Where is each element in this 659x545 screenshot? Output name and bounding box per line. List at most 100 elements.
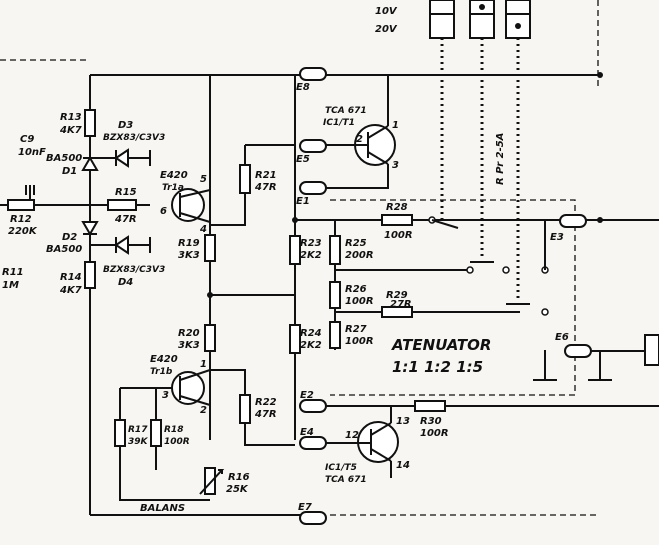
tr1b-pin-drain: 1 bbox=[200, 359, 207, 370]
r23-value: 2K2 bbox=[300, 250, 322, 261]
r27-label: R27 bbox=[345, 324, 367, 335]
d1-type: BA500 bbox=[46, 153, 82, 164]
e8-label: E8 bbox=[296, 82, 310, 93]
tr1b-type: E420 bbox=[150, 354, 178, 365]
connector-e7[interactable] bbox=[299, 511, 327, 525]
e1-label: E1 bbox=[296, 196, 310, 207]
resistor-r21 bbox=[239, 164, 251, 194]
connector-e8[interactable] bbox=[299, 67, 327, 81]
d4-type: BZX83/C3V3 bbox=[103, 265, 165, 275]
tr1b-pin-gate: 3 bbox=[162, 390, 169, 401]
connector-e6[interactable] bbox=[564, 344, 592, 358]
ground-symbol-2 bbox=[588, 350, 612, 381]
r28-label: R28 bbox=[386, 202, 408, 213]
d3-label: D3 bbox=[118, 120, 133, 131]
resistor-r17 bbox=[114, 419, 126, 447]
t1-pin-collector: 1 bbox=[392, 120, 399, 131]
attenuator-ratios: 1:1 1:2 1:5 bbox=[392, 358, 483, 376]
e2-label: E2 bbox=[300, 390, 314, 401]
resistor-r15 bbox=[107, 199, 137, 211]
attenuator-outline bbox=[330, 199, 576, 396]
ic-bottom-type: TCA 671 bbox=[325, 475, 367, 485]
r17-value: 39K bbox=[128, 437, 149, 447]
r14-value: 4K7 bbox=[59, 285, 82, 296]
diode-d2 bbox=[81, 221, 99, 236]
tr1b-pin-source: 2 bbox=[200, 405, 207, 416]
r22-label: R22 bbox=[255, 397, 277, 408]
tr1a-pin-gate: 6 bbox=[160, 206, 167, 217]
potentiometer-r16[interactable] bbox=[204, 467, 216, 495]
c9-label: C9 bbox=[20, 134, 34, 145]
r30-value: 100R bbox=[420, 428, 449, 439]
diode-d1 bbox=[81, 156, 99, 171]
r22-value: 47R bbox=[254, 409, 277, 420]
r18-value: 100R bbox=[164, 437, 190, 447]
connector-e5[interactable] bbox=[299, 139, 327, 153]
resistor-r22 bbox=[239, 394, 251, 424]
connector-e3[interactable] bbox=[559, 214, 587, 228]
zener-d3 bbox=[114, 148, 151, 168]
r26-value: 100R bbox=[345, 296, 374, 307]
d3-type: BZX83/C3V3 bbox=[103, 133, 165, 143]
r11-label: R11 bbox=[2, 267, 24, 278]
r19-label: R19 bbox=[178, 238, 200, 249]
e5-label: E5 bbox=[296, 154, 310, 165]
r20-value: 3K3 bbox=[178, 340, 200, 351]
r14-label: R14 bbox=[60, 272, 82, 283]
transistor-ic1-t1 bbox=[354, 124, 396, 166]
r12-label: R12 bbox=[10, 214, 32, 225]
r24-label: R24 bbox=[300, 328, 322, 339]
resistor-r24 bbox=[289, 324, 301, 354]
resistor-r30 bbox=[414, 400, 446, 412]
r25-value: 200R bbox=[345, 250, 374, 261]
switch-contacts[interactable] bbox=[428, 216, 549, 316]
d2-type: BA500 bbox=[46, 244, 82, 255]
e3-label: E3 bbox=[550, 232, 564, 243]
attenuator-title: ATENUATOR bbox=[391, 336, 491, 354]
fet-tr1b bbox=[171, 369, 211, 406]
connector-e4[interactable] bbox=[299, 436, 327, 450]
r26-label: R26 bbox=[345, 284, 367, 295]
ic-bottom-label: IC1/T5 bbox=[325, 463, 357, 473]
r28-value: 100R bbox=[384, 230, 413, 241]
ic-top-type: TCA 671 bbox=[325, 106, 367, 116]
r29-value: 27R bbox=[390, 299, 412, 310]
resistor-r14 bbox=[84, 261, 96, 289]
resistor-r26 bbox=[329, 281, 341, 309]
d4-label: D4 bbox=[118, 277, 133, 288]
resistor-r13 bbox=[84, 109, 96, 137]
ground-symbol-1 bbox=[533, 350, 557, 381]
tr1a-type: E420 bbox=[160, 170, 188, 181]
resistor-r20 bbox=[204, 324, 216, 352]
connector-e2[interactable] bbox=[299, 399, 327, 413]
r29-label: R29 bbox=[386, 290, 408, 301]
range-label-10v: 10V bbox=[375, 6, 398, 17]
t5-pin-emitter: 14 bbox=[396, 460, 410, 471]
zener-d4 bbox=[114, 235, 151, 255]
t1-pin-emitter: 3 bbox=[392, 160, 399, 171]
r12-value: 220K bbox=[8, 226, 38, 237]
e7-label: E7 bbox=[298, 502, 312, 513]
t5-pin-collector: 13 bbox=[396, 416, 410, 427]
right-component-stub bbox=[644, 334, 659, 366]
resistor-r19 bbox=[204, 234, 216, 262]
d2-label: D2 bbox=[62, 232, 77, 243]
tr1a-pin-drain: 5 bbox=[200, 174, 207, 185]
resistor-r18 bbox=[150, 419, 162, 447]
r27-value: 100R bbox=[345, 336, 374, 347]
resistor-r27 bbox=[329, 321, 341, 349]
switch-type-label: R Pr 2-5A bbox=[495, 133, 506, 185]
resistor-r25 bbox=[329, 235, 341, 265]
r15-value: 47R bbox=[114, 214, 137, 225]
e4-label: E4 bbox=[300, 427, 314, 438]
r15-label: R15 bbox=[115, 187, 137, 198]
t5-pin-base: 12 bbox=[345, 430, 359, 441]
connector-e1[interactable] bbox=[299, 181, 327, 195]
r30-label: R30 bbox=[420, 416, 442, 427]
r17-label: R17 bbox=[128, 425, 148, 435]
range-switch[interactable] bbox=[429, 0, 531, 39]
fet-tr1a bbox=[171, 188, 211, 223]
resistor-r23 bbox=[289, 235, 301, 265]
c9-value: 10nF bbox=[18, 147, 46, 158]
